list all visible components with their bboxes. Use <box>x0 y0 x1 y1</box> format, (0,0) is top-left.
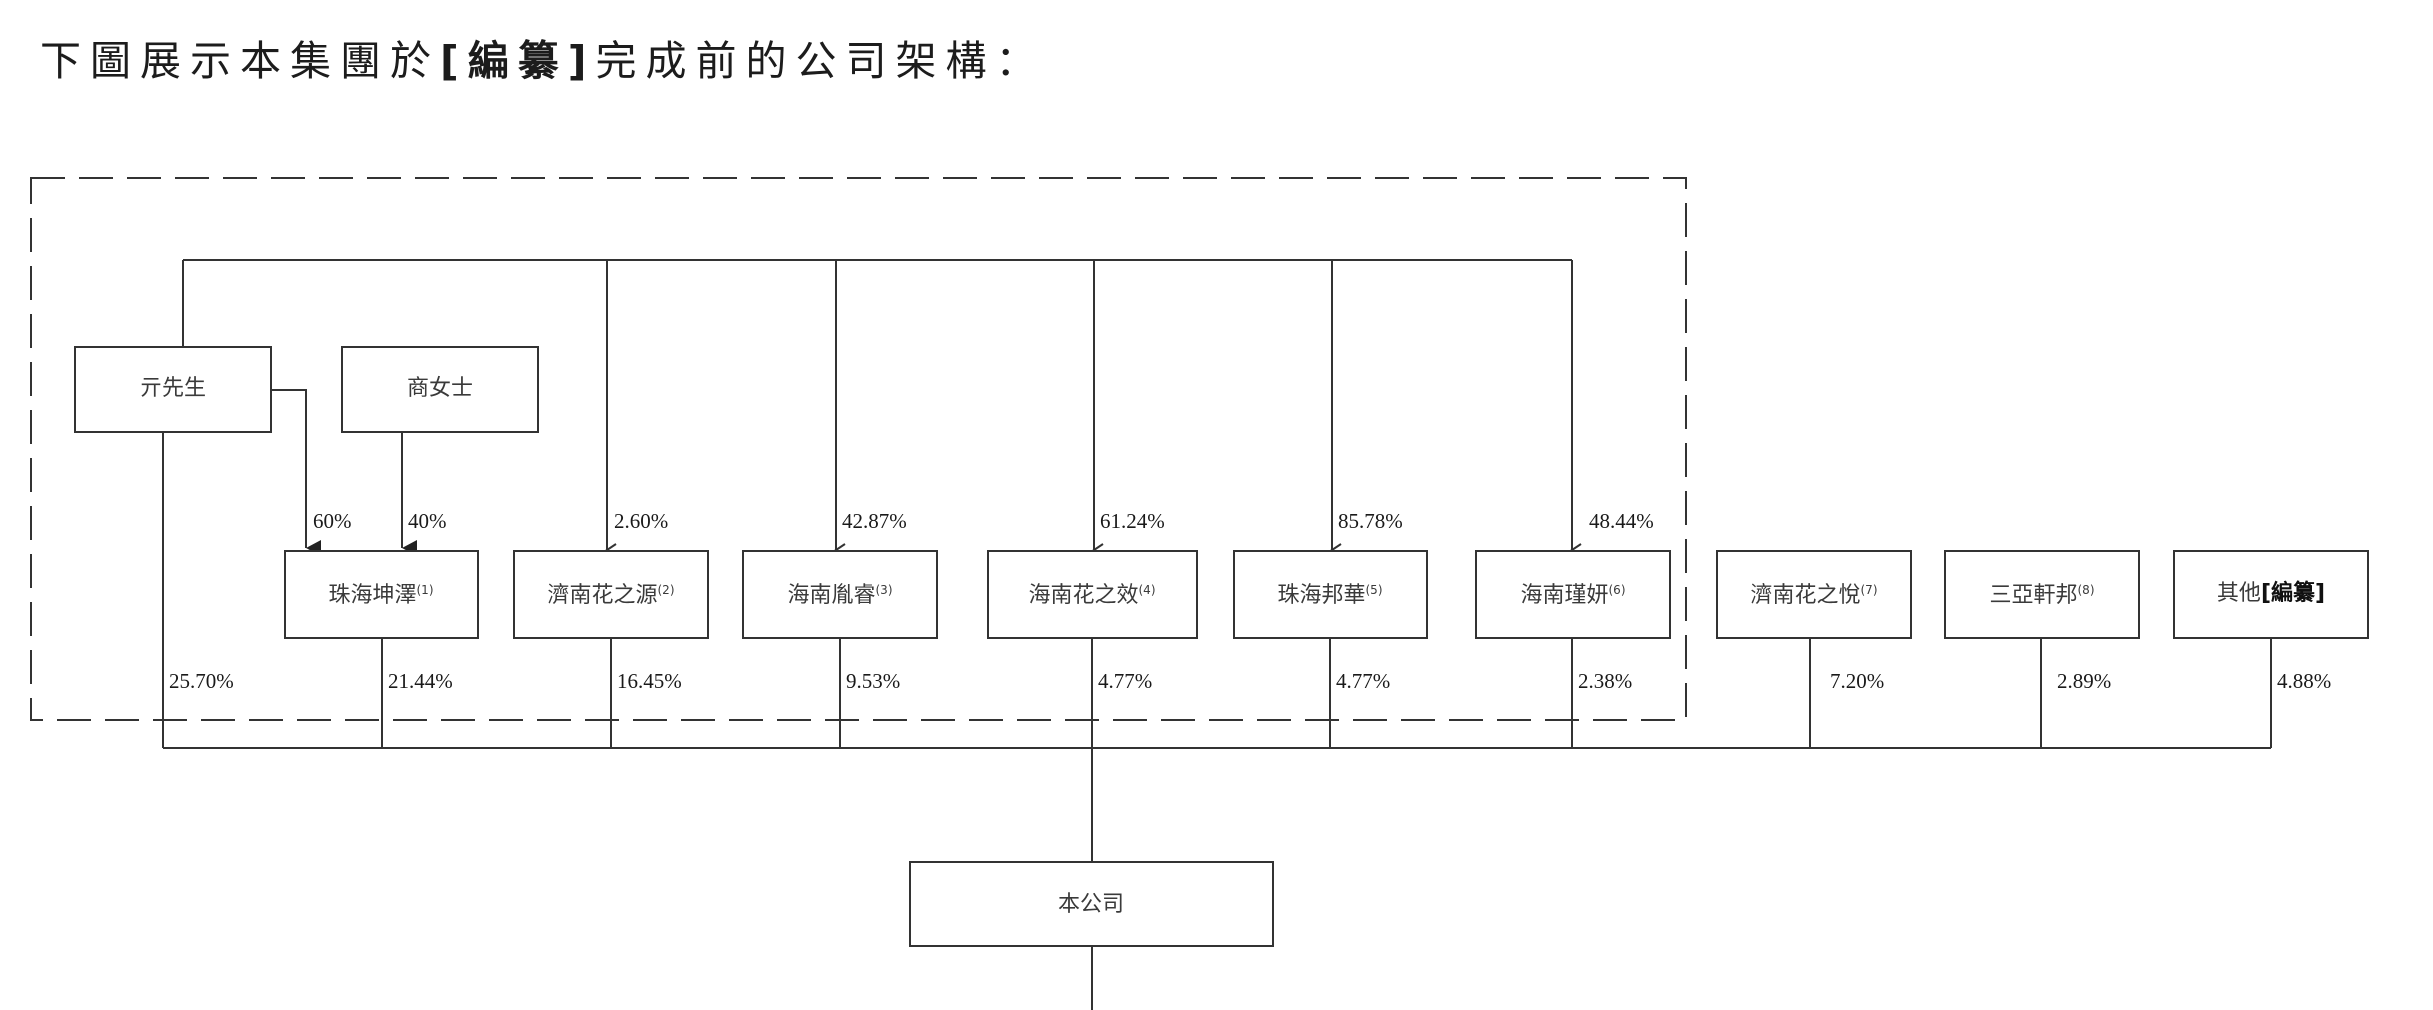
top-connectors <box>182 259 1582 557</box>
percentage-label: 9.53% <box>846 669 900 693</box>
entity-label: 海南胤睿(3) <box>787 583 892 609</box>
kunze-arrows <box>271 389 417 556</box>
percentage-label: 4.88% <box>2277 669 2331 693</box>
shareholder-box-ms-shang: 商女士 <box>341 346 539 433</box>
percentage-label: 2.89% <box>2057 669 2111 693</box>
entity-box-sanya-xuanbang: 三亞軒邦(8) <box>1944 550 2140 639</box>
entity-label: 海南花之效(4) <box>1028 583 1155 609</box>
entity-label: 濟南花之悅(7) <box>1750 583 1877 609</box>
percentage-label: 85.78% <box>1338 509 1403 533</box>
percentage-label: 2.60% <box>614 509 668 533</box>
percentage-label: 4.77% <box>1098 669 1152 693</box>
entity-box-zhuhai-banghua: 珠海邦華(5) <box>1233 550 1428 639</box>
entity-label: 三亞軒邦(8) <box>1989 583 2094 609</box>
entity-box-hainan-huazhixiao: 海南花之效(4) <box>987 550 1198 639</box>
percentage-label: 4.77% <box>1336 669 1390 693</box>
entity-label: 其他[編纂] <box>2217 580 2325 606</box>
entity-label: 珠海邦華(5) <box>1277 583 1382 609</box>
entity-box-zhuhai-kunze: 珠海坤澤(1) <box>284 550 479 639</box>
shareholder-label: 商女士 <box>407 376 473 401</box>
percentage-label: 7.20% <box>1830 669 1884 693</box>
entity-box-jinan-huazhiyuan: 濟南花之源(2) <box>513 550 709 639</box>
entity-box-jinan-huazhiyue: 濟南花之悅(7) <box>1716 550 1912 639</box>
percentage-label: 2.38% <box>1578 669 1632 693</box>
percentage-label: 60% <box>313 509 352 533</box>
percentage-label: 16.45% <box>617 669 682 693</box>
entity-box-others: 其他[編纂] <box>2173 550 2369 639</box>
entity-label: 海南瑾妍(6) <box>1520 583 1625 609</box>
percentage-label: 40% <box>408 509 447 533</box>
shareholder-box-mr-gen: 亓先生 <box>74 346 272 433</box>
entity-box-hainan-jinyan: 海南瑾妍(6) <box>1475 550 1671 639</box>
shareholder-label: 亓先生 <box>140 376 206 401</box>
page-title: 下圖展示本集團於[編纂]完成前的公司架構： <box>40 37 1046 85</box>
bottom-connectors <box>162 432 2272 1010</box>
entity-label: 濟南花之源(2) <box>547 583 674 609</box>
percentage-label: 42.87% <box>842 509 907 533</box>
percentage-label: 25.70% <box>169 669 234 693</box>
entity-box-hainan-lunrui: 海南胤睿(3) <box>742 550 938 639</box>
upper-percentages: 60% 40% 2.60% 42.87% 61.24% 85.78% 48.44… <box>313 509 1654 533</box>
company-label: 本公司 <box>1058 892 1124 917</box>
company-box: 本公司 <box>909 861 1274 947</box>
controlling-group-boundary <box>30 177 1687 721</box>
percentage-label: 21.44% <box>388 669 453 693</box>
entity-label: 珠海坤澤(1) <box>328 583 433 609</box>
percentage-label: 61.24% <box>1100 509 1165 533</box>
lower-percentages: 25.70% 21.44% 16.45% 9.53% 4.77% 4.77% 2… <box>169 669 2331 693</box>
percentage-label: 48.44% <box>1589 509 1654 533</box>
